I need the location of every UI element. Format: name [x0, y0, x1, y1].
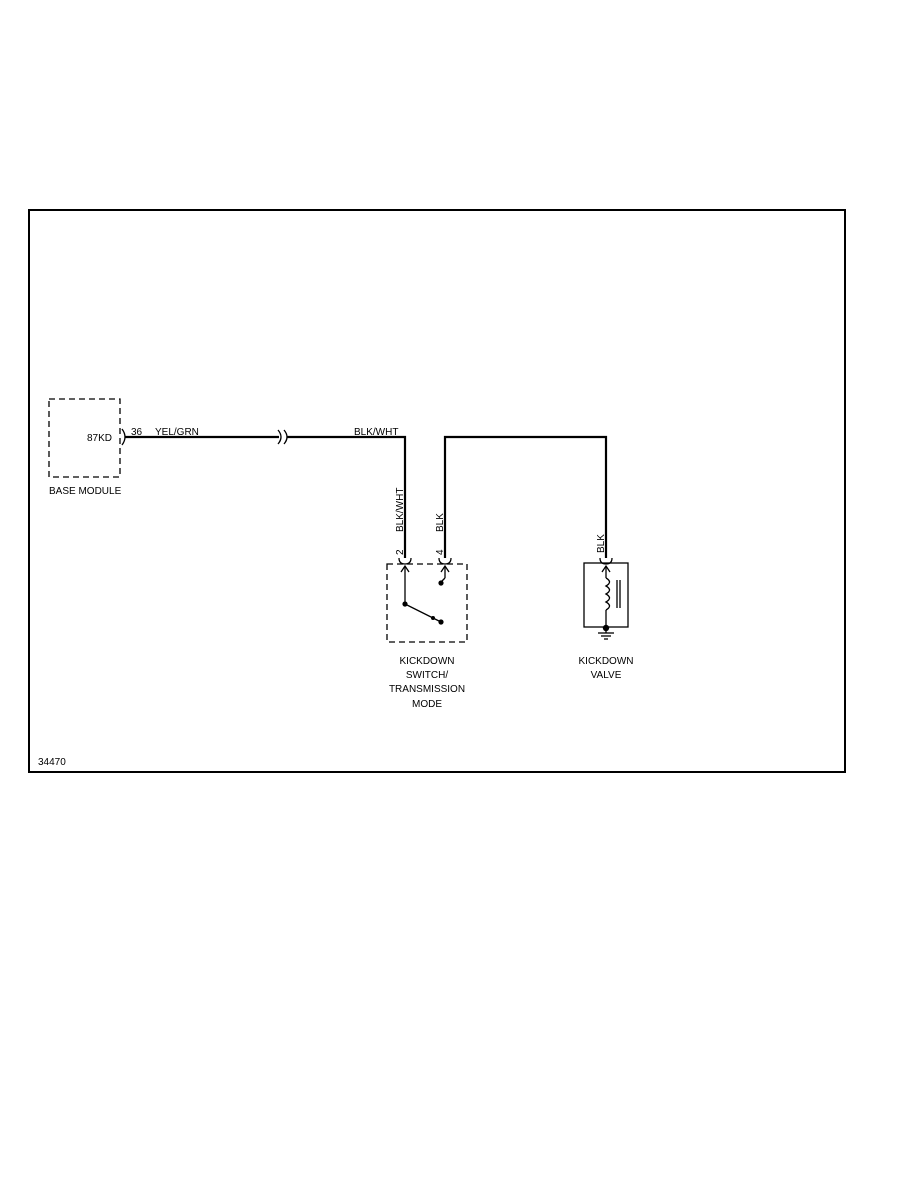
base-module-connector	[121, 428, 126, 446]
diagram-frame	[28, 209, 846, 773]
valve-label-line2: VALVE	[591, 670, 622, 681]
diagram-id: 34470	[38, 757, 66, 768]
solenoid-coil-icon	[604, 577, 611, 611]
kickdown-valve: KICKDOWN VALVE	[579, 557, 634, 681]
wire-blk	[443, 435, 608, 558]
switch-arm	[404, 603, 442, 623]
valve-label-line1: KICKDOWN	[579, 656, 634, 667]
valve-connector	[599, 557, 613, 565]
wire-blk-valve-label: BLK	[596, 534, 607, 553]
base-module-pin-number: 36	[131, 427, 143, 438]
base-module-box	[48, 398, 121, 478]
wire-yel-grn-label: YEL/GRN	[155, 427, 199, 438]
base-module-label: BASE MODULE	[49, 486, 122, 497]
base-module-pin-id: 87KD	[87, 433, 112, 444]
kickdown-switch: 2 4 KICKDOWN SWITCH/ TRANSMISSION MODE	[386, 549, 468, 710]
wire-blk-wht	[287, 435, 407, 558]
switch-pin-a-number: 2	[395, 549, 406, 555]
switch-label-line4: MODE	[412, 699, 442, 710]
wire-blk-vertical-label: BLK	[435, 513, 446, 532]
inline-connector	[277, 429, 288, 445]
switch-contact-b	[438, 580, 444, 586]
ground-icon	[598, 628, 614, 640]
switch-label-line2: SWITCH/	[406, 670, 448, 681]
switch-label-line1: KICKDOWN	[400, 656, 455, 667]
switch-pin-b-connector	[438, 557, 452, 565]
switch-box	[386, 563, 468, 643]
wire-blk-wht-vertical-label: BLK/WHT	[395, 488, 406, 532]
wire-blk-wht-top-label: BLK/WHT	[354, 427, 398, 438]
switch-pin-b-number: 4	[435, 549, 446, 555]
switch-contact-c	[438, 619, 444, 625]
base-module: 87KD 36 BASE MODULE	[48, 398, 143, 497]
switch-pin-a-connector	[398, 557, 412, 565]
switch-label-line3: TRANSMISSION	[389, 684, 465, 695]
